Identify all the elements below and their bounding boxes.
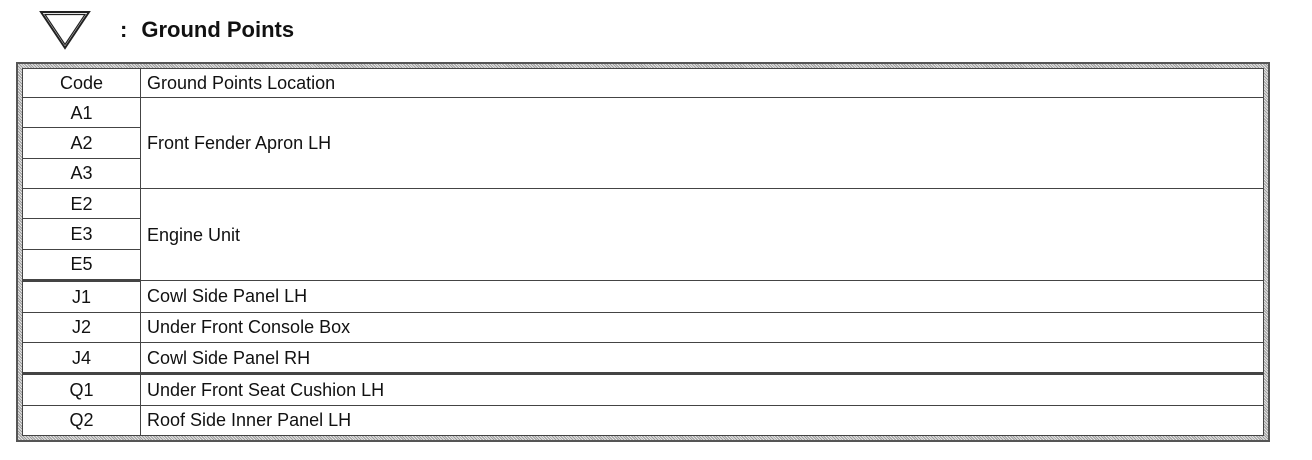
code-cell: E2 <box>22 188 141 220</box>
table-row: Q1 Under Front Seat Cushion LH <box>22 373 1264 406</box>
table-row: A2 <box>22 127 1264 159</box>
location-cell: Engine Unit <box>140 188 1264 282</box>
code-cell: Q2 <box>22 404 141 437</box>
code-cell: J4 <box>22 341 141 376</box>
code-cell: E3 <box>22 218 141 250</box>
table-row: J1 Cowl Side Panel LH <box>22 280 1264 313</box>
code-cell: A1 <box>22 96 141 129</box>
ground-triangle-icon <box>39 11 91 50</box>
column-header-code: Code <box>22 68 141 98</box>
location-cell: Under Front Console Box <box>140 311 1264 343</box>
code-cell: J1 <box>22 280 141 313</box>
code-cell: A3 <box>22 157 141 190</box>
header-separator: : <box>120 17 128 42</box>
page-title: Ground Points <box>141 17 295 42</box>
ground-points-table: Code Ground Points Location A1 Front Fen… <box>22 68 1264 437</box>
table-row: E5 <box>22 248 1264 283</box>
code-cell: J2 <box>22 311 141 343</box>
location-cell: Front Fender Apron LH <box>140 96 1264 190</box>
location-cell: Cowl Side Panel LH <box>140 280 1264 313</box>
page-header: : Ground Points <box>38 8 294 52</box>
code-cell: Q1 <box>22 373 141 406</box>
location-cell: Cowl Side Panel RH <box>140 341 1264 376</box>
ground-points-table-frame: Code Ground Points Location A1 Front Fen… <box>16 62 1270 442</box>
table-row: J4 Cowl Side Panel RH <box>22 341 1264 376</box>
code-cell: E5 <box>22 248 141 283</box>
table-row: Q2 Roof Side Inner Panel LH <box>22 404 1264 437</box>
location-cell: Under Front Seat Cushion LH <box>140 373 1264 406</box>
table-header-row: Code Ground Points Location <box>22 68 1264 98</box>
column-header-location: Ground Points Location <box>140 68 1264 98</box>
table-row: A3 <box>22 157 1264 190</box>
location-cell: Roof Side Inner Panel LH <box>140 404 1264 437</box>
code-cell: A2 <box>22 127 141 159</box>
table-row: J2 Under Front Console Box <box>22 311 1264 343</box>
table-row: E2 Engine Unit <box>22 188 1264 282</box>
table-row: A1 Front Fender Apron LH <box>22 96 1264 190</box>
